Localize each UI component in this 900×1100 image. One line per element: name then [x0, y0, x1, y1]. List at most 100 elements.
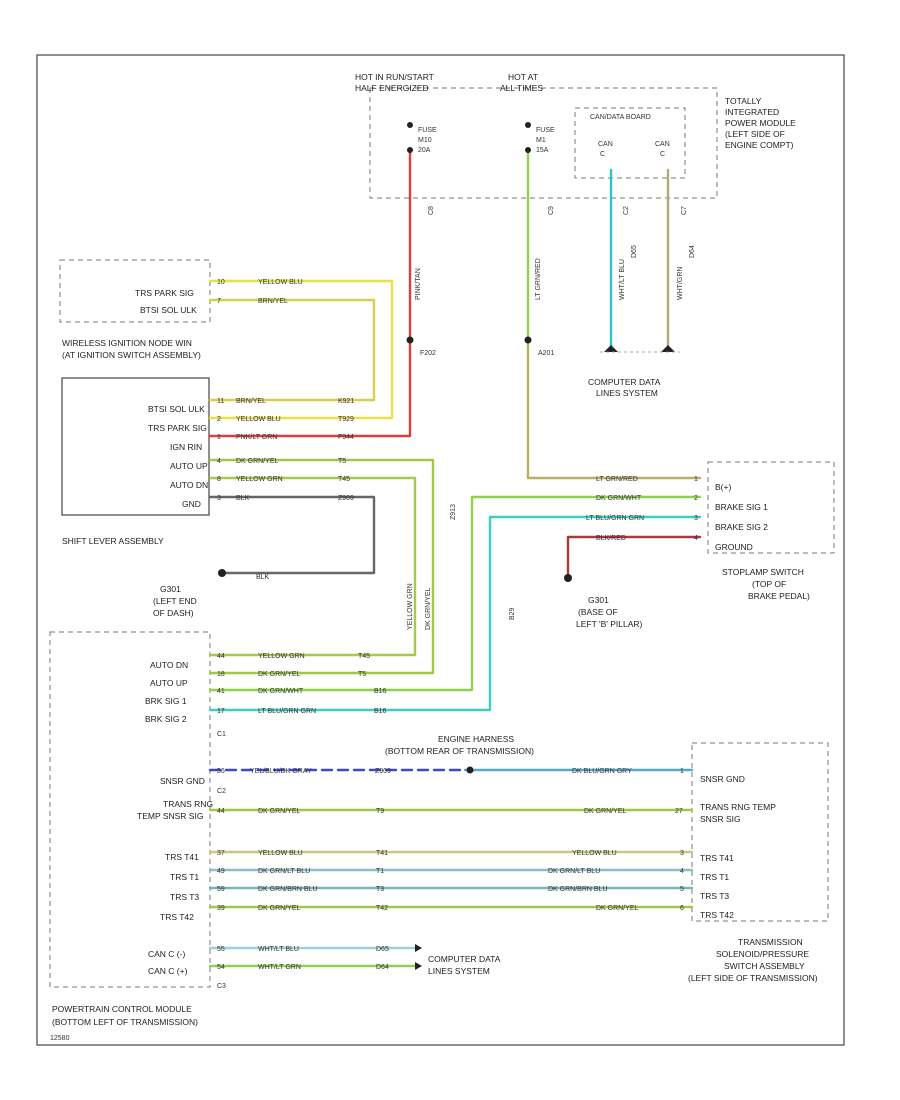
tipm-2: INTEGRATED — [725, 107, 779, 117]
diagram-border — [36, 54, 845, 1046]
wl-wht-grn-2: WHT/LT GRN — [258, 964, 301, 971]
wl-wht-blu: WHT/LT BLU — [619, 259, 626, 300]
wl-dg-yel-6: DK GRN/YEL — [596, 905, 639, 912]
tipm-1: TOTALLY — [725, 96, 762, 106]
can-arrow-2 — [661, 345, 675, 352]
shift-lever-label: SHIFT LEVER ASSEMBLY — [62, 536, 164, 546]
wl-brn-yel-2: BRN/YEL — [236, 398, 266, 405]
wl-pnk-grn: PNK/LT GRN — [236, 434, 277, 441]
tr-pin-5: 5 — [680, 886, 684, 893]
wireless-pin-2: BTSI SOL ULK — [140, 305, 197, 315]
wire-auto-dn — [208, 476, 417, 657]
shift-pin-trs: TRS PARK SIG — [148, 423, 207, 433]
pin-41: 41 — [217, 688, 225, 695]
wl-dg-brn-blu-2: DK GRN/BRN BLU — [548, 886, 608, 893]
computer-data-2b: LINES SYSTEM — [428, 966, 490, 976]
wl-wht-grn: WHT/GRN — [677, 267, 684, 300]
trans-sw-4: (LEFT SIDE OF TRANSMISSION) — [688, 973, 818, 983]
wl-yel-blu-3: YELLOW BLU — [258, 850, 303, 857]
wl-dg-brn-blu: DK GRN/BRN BLU — [258, 886, 318, 893]
wireless-pin-1: TRS PARK SIG — [135, 288, 194, 298]
tr-pin-3: 3 — [680, 850, 684, 857]
tr-name-snsr-sig: SNSR SIG — [700, 814, 741, 824]
splice-green — [524, 336, 532, 344]
wl-dg-wht-pcm: DK GRN/WHT — [258, 688, 304, 695]
wire-stoplamp-gnd — [566, 535, 702, 577]
pcm-pin-t42: TRS T42 — [160, 912, 194, 922]
wl-dg-wht: DK GRN/WHT — [596, 495, 642, 502]
engine-harness-1: ENGINE HARNESS — [438, 734, 514, 744]
pcm-pin-t41: TRS T41 — [165, 852, 199, 862]
pin-59: 59 — [217, 886, 225, 893]
tr-name-t3: TRS T3 — [700, 891, 729, 901]
pcm-pin-can-minus: CAN C (-) — [148, 949, 185, 959]
code-t3: T3 — [376, 886, 384, 893]
wire-brn-yel-btsi — [208, 298, 376, 402]
wires-group — [208, 148, 702, 968]
tipm-box — [369, 87, 718, 199]
wire-brake-sig-2 — [208, 515, 702, 712]
tr-pin-4: 4 — [680, 868, 684, 875]
pin-7: 7 — [217, 298, 221, 305]
can-board-label: CAN/DATA BOARD — [590, 114, 651, 121]
tr-name-trans-rng: TRANS RNG TEMP — [700, 802, 776, 812]
pcm-pin-autoup: AUTO UP — [150, 678, 188, 688]
wireless-ignition-box — [59, 259, 211, 323]
code-d65b: D65 — [376, 946, 389, 953]
code-d65: D65 — [631, 245, 638, 258]
pcm-pin-autodn: AUTO DN — [150, 660, 188, 670]
st-name-4: GROUND — [715, 542, 753, 552]
tr-name-snsr-gnd: SNSR GND — [700, 774, 745, 784]
code-a201: A201 — [538, 350, 554, 357]
wl-dg-wht-blu-2: DK GRN/LT BLU — [548, 868, 600, 875]
code-f944: F944 — [338, 434, 354, 441]
st-name-2: BRAKE SIG 1 — [715, 502, 768, 512]
ground-pillar-symbol — [564, 574, 572, 582]
st-pin-2: 2 — [694, 495, 698, 502]
wl-blk-red: BLK/RED — [596, 535, 626, 542]
trans-sw-3: SWITCH ASSEMBLY — [724, 961, 805, 971]
splices — [218, 122, 680, 970]
fuse-a-2: M10 — [418, 137, 432, 144]
pin-39: 39 — [217, 905, 225, 912]
g-pillar-3: LEFT 'B' PILLAR) — [576, 619, 643, 629]
tr-pin-1: 1 — [680, 768, 684, 775]
wl-blk-2: BLK — [256, 574, 270, 581]
wire-auto-up — [208, 458, 435, 675]
can-c-1b: C — [600, 151, 605, 158]
wl-dg-yel-3: DK GRN/YEL — [258, 808, 301, 815]
wire-pink-tan-to-shift — [208, 338, 412, 438]
pcm-pin-trans-rng: TRANS RNG — [163, 799, 213, 809]
pin-49: 49 — [217, 868, 225, 875]
pin-3: 3 — [217, 495, 221, 502]
code-t929: T929 — [338, 416, 354, 423]
trans-sw-2: SOLENOID/PRESSURE — [716, 949, 809, 959]
wl-yel-grn-vert: YELLOW GRN — [407, 583, 414, 630]
pcm-pin-t1: TRS T1 — [170, 872, 199, 882]
g-left-3: OF DASH) — [153, 608, 194, 618]
pin-44b: 44 — [217, 808, 225, 815]
computer-data-2a: COMPUTER DATA — [428, 954, 501, 964]
conn-c7: C7 — [681, 206, 688, 215]
pcm-label-1: POWERTRAIN CONTROL MODULE — [52, 1004, 192, 1014]
pin-4: 4 — [217, 458, 221, 465]
code-t45: T45 — [338, 476, 350, 483]
wl-blu-blk: YEL/BLU/DK GRAY — [250, 768, 312, 775]
code-t1: T1 — [376, 868, 384, 875]
engine-harness-2: (BOTTOM REAR OF TRANSMISSION) — [385, 746, 534, 756]
wl-yel-grn-pcm: YELLOW GRN — [258, 653, 305, 660]
pcm-pin-t3: TRS T3 — [170, 892, 199, 902]
pin-8: 8 — [217, 476, 221, 483]
fuse-b-top — [525, 122, 531, 128]
wl-blk: BLK — [236, 495, 250, 502]
code-b16b: B16 — [374, 708, 387, 715]
shift-pin-gnd: GND — [182, 499, 201, 509]
stoplamp-2: (TOP OF — [752, 579, 786, 589]
code-k921: K921 — [338, 398, 354, 405]
tipm-4: (LEFT SIDE OF — [725, 129, 785, 139]
pcm-pin-can-plus: CAN C (+) — [148, 966, 188, 976]
fuse-b-bottom — [525, 147, 531, 153]
conn-c9: C9 — [548, 206, 555, 215]
pin-56: 56 — [217, 768, 225, 775]
stoplamp-1: STOPLAMP SWITCH — [722, 567, 804, 577]
